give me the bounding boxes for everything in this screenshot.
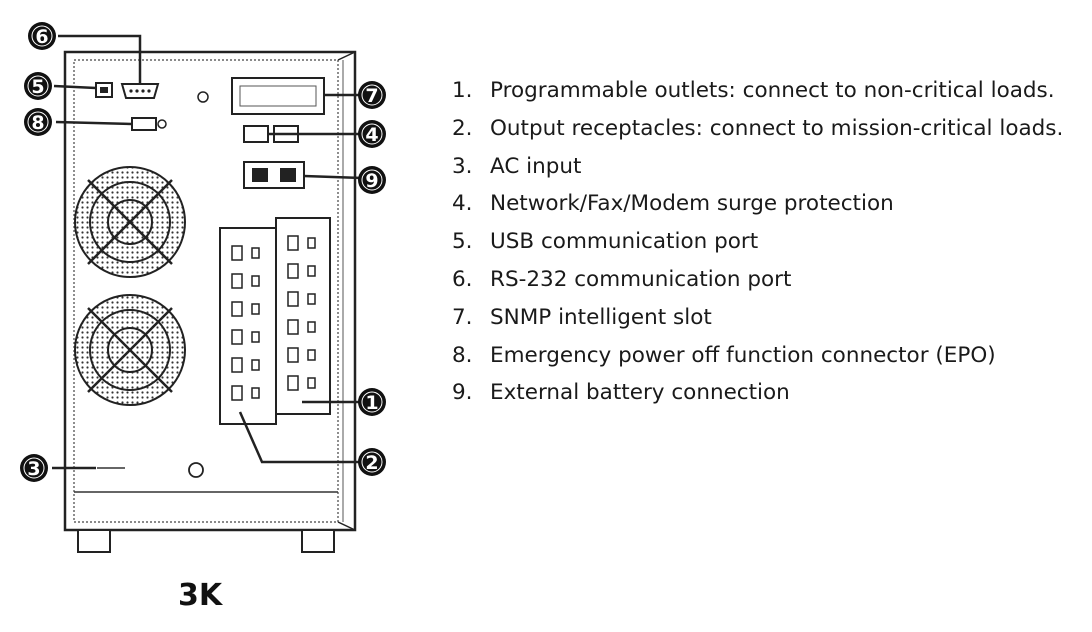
outlet-socket bbox=[231, 357, 243, 373]
callout-badge-2: 2 bbox=[358, 448, 386, 476]
outlet-slot bbox=[307, 377, 316, 389]
outlet-slot bbox=[307, 237, 316, 249]
cooling-fan-upper bbox=[74, 166, 186, 278]
callout-number: 6 bbox=[35, 26, 48, 48]
output-receptacles-panel bbox=[219, 227, 277, 425]
callout-number: 5 bbox=[31, 76, 44, 98]
outlet-slot bbox=[251, 247, 260, 259]
cooling-fan-lower bbox=[74, 294, 186, 406]
outlet-slot bbox=[307, 321, 316, 333]
callout-number: 4 bbox=[365, 124, 378, 146]
legend-number: 4. bbox=[452, 191, 473, 217]
model-label: 3K bbox=[178, 578, 223, 613]
outlet-socket bbox=[231, 301, 243, 317]
legend-text: Emergency power off function connector (… bbox=[490, 342, 996, 368]
outlet-socket bbox=[231, 385, 243, 401]
callout-number: 9 bbox=[365, 170, 378, 192]
snmp-slot bbox=[231, 77, 325, 115]
legend-item: 9. External battery connection bbox=[452, 374, 1063, 412]
legend-number: 5. bbox=[452, 229, 473, 255]
usb-port bbox=[95, 82, 113, 98]
legend-item: 5. USB communication port bbox=[452, 223, 1063, 261]
legend-text: External battery connection bbox=[490, 380, 790, 406]
outlet-socket bbox=[287, 235, 299, 251]
legend-item: 7. SNMP intelligent slot bbox=[452, 299, 1063, 337]
callout-badge-4: 4 bbox=[358, 120, 386, 148]
legend-number: 2. bbox=[452, 115, 473, 141]
legend-text: Programmable outlets: connect to non-cri… bbox=[490, 78, 1055, 103]
outlet-slot bbox=[307, 265, 316, 277]
outlet-slot bbox=[307, 349, 316, 361]
legend-number: 8. bbox=[452, 342, 473, 368]
outlet-socket bbox=[287, 263, 299, 279]
outlet-socket bbox=[231, 329, 243, 345]
legend-item: 8. Emergency power off function connector… bbox=[452, 337, 1063, 375]
callout-badge-5: 5 bbox=[24, 72, 52, 100]
legend-item: 4. Network/Fax/Modem surge protection bbox=[452, 185, 1063, 223]
outlet-slot bbox=[251, 387, 260, 399]
legend-text: Network/Fax/Modem surge protection bbox=[490, 191, 894, 217]
legend-text: SNMP intelligent slot bbox=[490, 304, 712, 330]
outlet-socket bbox=[287, 291, 299, 307]
legend-text: USB communication port bbox=[490, 229, 759, 255]
outlet-socket bbox=[287, 375, 299, 391]
outlet-slot bbox=[251, 331, 260, 343]
outlet-socket bbox=[231, 273, 243, 289]
callout-badge-8: 8 bbox=[24, 108, 52, 136]
callout-badge-9: 9 bbox=[358, 166, 386, 194]
outlet-slot bbox=[251, 275, 260, 287]
legend-text: RS-232 communication port bbox=[490, 266, 792, 292]
outlet-slot bbox=[251, 359, 260, 371]
legend-item: 6. RS-232 communication port bbox=[452, 261, 1063, 299]
callout-number: 7 bbox=[365, 85, 378, 107]
component-legend: 1. Programmable outlets: connect to non-c… bbox=[452, 72, 1063, 412]
outlet-socket bbox=[231, 245, 243, 261]
ups-rear-panel-diagram: 1 2 3 4 5 6 7 8 9 bbox=[20, 22, 386, 553]
callout-number: 1 bbox=[365, 392, 378, 414]
callout-number: 2 bbox=[365, 452, 378, 474]
legend-item: 3. AC input bbox=[452, 148, 1063, 186]
rs232-port bbox=[120, 83, 160, 99]
outlet-socket bbox=[287, 319, 299, 335]
legend-item: 1. Programmable outlets: connect to non-c… bbox=[452, 72, 1063, 110]
legend-number: 9. bbox=[452, 380, 473, 406]
programmable-outlets-panel bbox=[275, 217, 331, 415]
legend-text: Output receptacles: connect to mission-c… bbox=[490, 115, 1064, 141]
outlet-slot bbox=[251, 303, 260, 315]
legend-number: 1. bbox=[452, 78, 473, 103]
external-battery-connector bbox=[243, 161, 305, 189]
callout-badge-3: 3 bbox=[20, 454, 48, 482]
legend-item: 2. Output receptacles: connect to mission… bbox=[452, 110, 1063, 148]
callout-number: 8 bbox=[31, 112, 44, 134]
outlet-socket bbox=[287, 347, 299, 363]
legend-text: AC input bbox=[490, 153, 582, 179]
callout-badge-6: 6 bbox=[28, 22, 56, 50]
legend-number: 6. bbox=[452, 266, 473, 292]
callout-leader-lines bbox=[52, 34, 363, 470]
legend-number: 3. bbox=[452, 153, 473, 179]
callout-number: 3 bbox=[27, 458, 40, 480]
callout-badge-1: 1 bbox=[358, 388, 386, 416]
outlet-slot bbox=[307, 293, 316, 305]
callout-badge-7: 7 bbox=[358, 81, 386, 109]
legend-number: 7. bbox=[452, 304, 473, 330]
